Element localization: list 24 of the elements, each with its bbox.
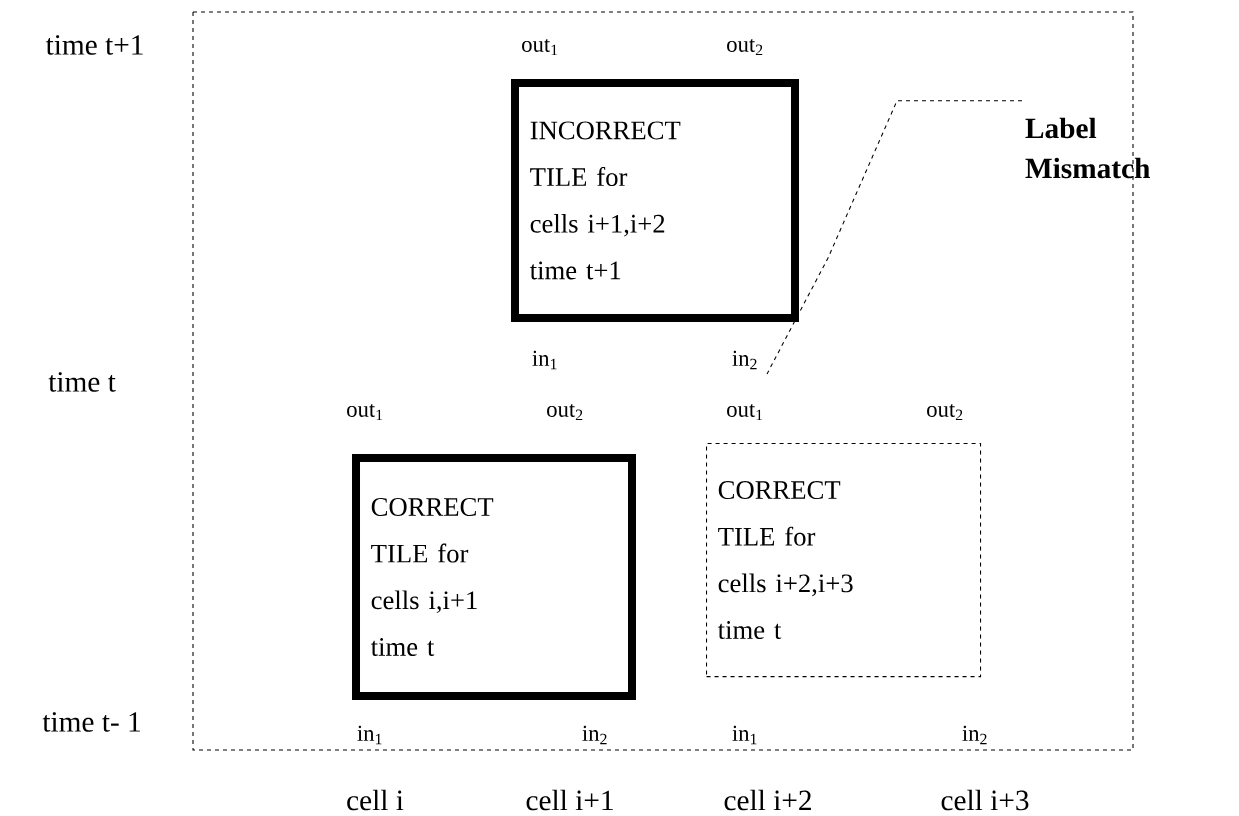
cell-label: cell i+2 bbox=[724, 789, 811, 811]
cell-label: cell i+1 bbox=[526, 789, 613, 811]
port-label: out$_{2}$ bbox=[727, 38, 763, 56]
port-label: out$_{1}$ bbox=[727, 403, 763, 421]
port-label: out$_{1}$ bbox=[347, 403, 383, 421]
port-label: out$_{2}$ bbox=[927, 403, 963, 421]
port-label: out$_{2}$ bbox=[547, 403, 583, 421]
port-label: in$_{1}$ bbox=[357, 725, 382, 745]
port-label: in$_{1}$ bbox=[732, 725, 757, 745]
port-label: out$_{1}$ bbox=[522, 38, 558, 56]
time-label: time t+1 bbox=[45, 35, 143, 55]
port-label: in$_{2}$ bbox=[962, 725, 987, 745]
cell-label: cell i bbox=[347, 789, 404, 811]
callout-text: Label Mismatch bbox=[1025, 117, 1150, 179]
tile-box: INCORRECT TILE for cells i+1,i+2 time t+1 bbox=[511, 79, 799, 322]
port-label: in$_{1}$ bbox=[532, 350, 557, 370]
time-label: time t- 1 bbox=[42, 712, 140, 732]
port-label: in$_{2}$ bbox=[582, 725, 607, 745]
leader-line bbox=[766, 100, 1023, 375]
dashed-tile-box: CORRECT TILE for cells i+2,i+3 time t bbox=[706, 443, 982, 678]
cell-label: cell i+3 bbox=[941, 789, 1029, 811]
port-label: in$_{2}$ bbox=[732, 350, 757, 370]
tile-box: CORRECT TILE for cells i,i+1 time t bbox=[352, 454, 636, 700]
time-label: time t bbox=[48, 372, 116, 392]
